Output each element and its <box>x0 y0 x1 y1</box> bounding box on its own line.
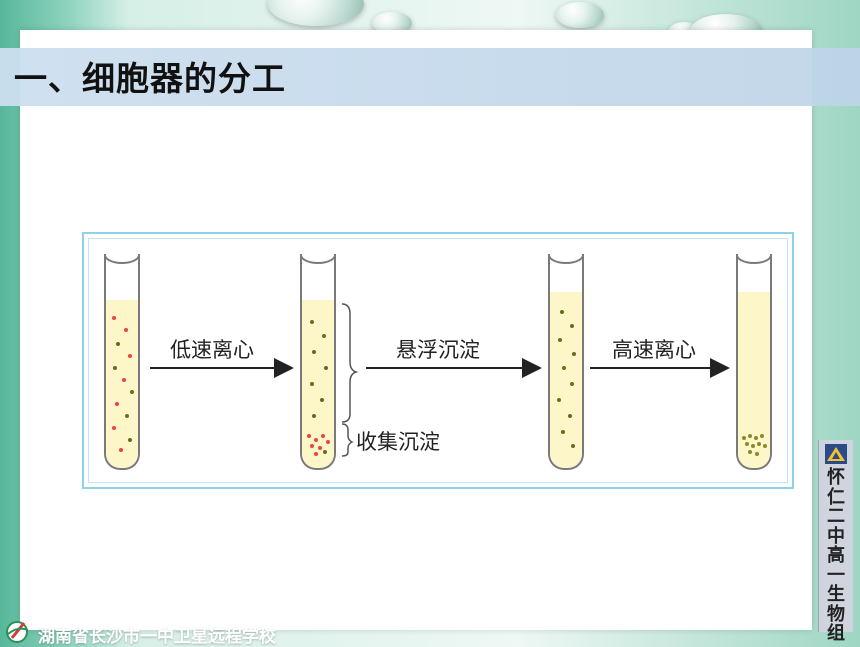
decorative-bubble <box>268 0 364 26</box>
title-band <box>0 48 860 106</box>
particle-dark <box>320 398 324 402</box>
test-tube-1 <box>104 254 140 470</box>
sediment-red <box>307 434 311 438</box>
particle-red <box>112 426 116 430</box>
particle-red <box>122 378 126 382</box>
step-high-speed-label: 高速离心 <box>612 338 696 362</box>
sediment-dark <box>755 452 759 456</box>
particle-dark <box>310 382 314 386</box>
particle-dark <box>312 414 316 418</box>
sediment-dark <box>745 442 749 446</box>
particle-dark <box>322 334 326 338</box>
test-tube-3 <box>548 254 584 470</box>
slide-title: 一、细胞器的分工 <box>14 59 286 98</box>
collect-sediment-label: 收集沉淀 <box>356 430 440 454</box>
particle-dark <box>310 320 314 324</box>
test-tube-2 <box>300 254 336 470</box>
particle-dark <box>125 414 129 418</box>
sediment-dark <box>757 442 761 446</box>
step-resuspend-label: 悬浮沉淀 <box>396 338 480 362</box>
particle-dark <box>324 366 328 370</box>
sediment-red <box>314 452 318 456</box>
sediment-red <box>310 444 314 448</box>
particle-dark <box>116 342 120 346</box>
particle-dark <box>128 438 132 442</box>
sediment-dark <box>742 436 746 440</box>
tube-liquid <box>550 292 582 468</box>
sediment-dark <box>760 434 764 438</box>
particle-dark <box>572 352 576 356</box>
side-label-text: 怀仁二中高一生物组 <box>827 467 845 644</box>
particle-dark <box>570 324 574 328</box>
diagram-inner-frame <box>88 238 788 483</box>
particle-red <box>115 402 119 406</box>
particle-dark <box>312 350 316 354</box>
sediment-red <box>321 434 325 438</box>
brace-supernatant <box>341 303 359 423</box>
sediment-dark <box>323 450 327 454</box>
sediment-dark <box>754 436 758 440</box>
particle-dark <box>561 430 565 434</box>
particle-dark <box>571 444 575 448</box>
school-logo-icon <box>6 621 29 643</box>
centrifugation-diagram: 低速离心 悬浮沉淀 高速离心 收集沉淀 <box>82 232 794 489</box>
tube-rim <box>738 254 770 264</box>
diagram-arrows <box>150 303 730 457</box>
particle-red <box>128 354 132 358</box>
tube-liquid <box>106 300 138 468</box>
particle-dark <box>558 338 562 342</box>
particle-dark <box>562 366 566 370</box>
sediment-dark <box>748 434 752 438</box>
decorative-bubble <box>372 12 412 34</box>
step-low-speed-label: 低速离心 <box>170 338 254 362</box>
tube-rim <box>106 254 138 264</box>
sediment-red <box>318 446 322 450</box>
tube-rim <box>302 254 334 264</box>
tube-rim <box>550 254 582 264</box>
sediment-dark <box>763 444 767 448</box>
side-label-bar: 怀仁二中高一生物组 <box>818 440 853 643</box>
particle-dark <box>560 310 564 314</box>
sediment-red <box>314 438 318 442</box>
sediment-red <box>326 440 330 444</box>
particle-dark <box>130 390 134 394</box>
particle-red <box>124 328 128 332</box>
particle-dark <box>568 414 572 418</box>
particle-red <box>112 316 116 320</box>
particle-red <box>119 448 123 452</box>
particle-dark <box>113 366 117 370</box>
footer-school-name: 湖南省长沙市一中卫星远程学校 <box>38 627 276 647</box>
decorative-bubble <box>556 2 604 28</box>
brace-sediment <box>341 423 354 457</box>
side-triangle-logo-icon <box>825 444 847 464</box>
particle-dark <box>557 398 561 402</box>
particle-dark <box>570 382 574 386</box>
sediment-dark <box>751 444 755 448</box>
test-tube-4 <box>736 254 772 470</box>
sediment-dark <box>748 450 752 454</box>
